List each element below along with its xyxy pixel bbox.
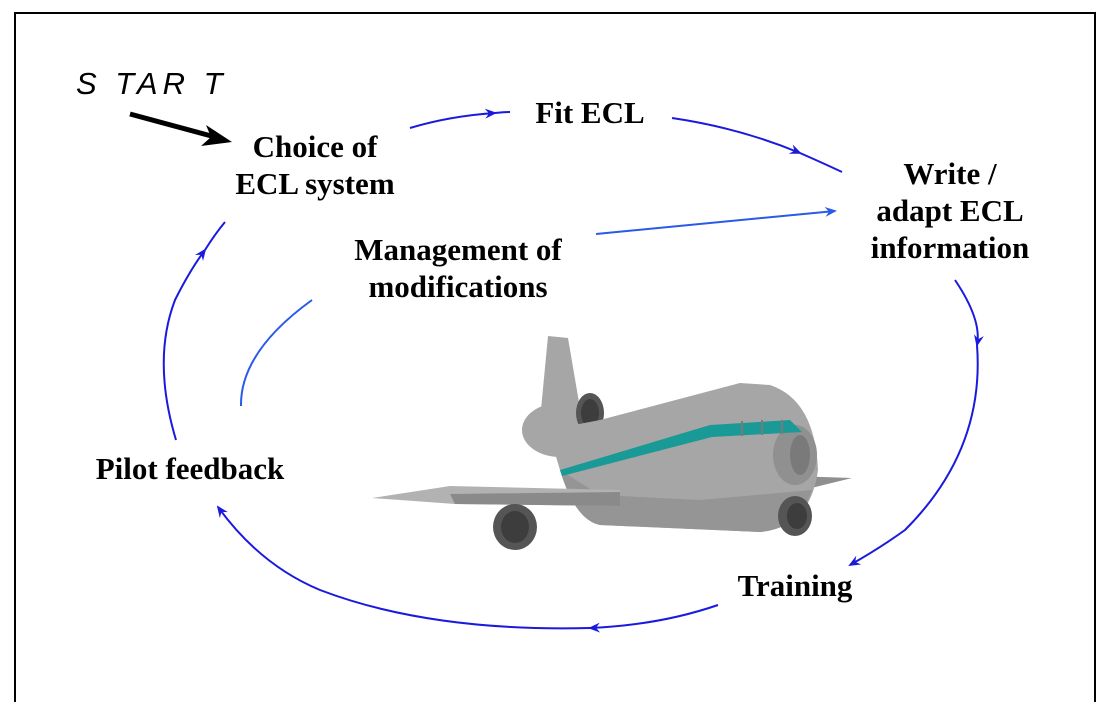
arrow-pilot-to-choice <box>162 248 207 441</box>
airplane-icon <box>372 336 852 550</box>
start-arrow <box>129 111 232 146</box>
arrow-fit-to-write <box>671 117 802 154</box>
node-choice-of-ecl-system: Choice of ECL system <box>235 129 395 201</box>
arrow-write-to-training-2 <box>848 344 979 566</box>
node-fit-ecl: Fit ECL <box>535 95 645 130</box>
node-pilot-feedback: Pilot feedback <box>95 451 285 486</box>
node-write-adapt-ecl-information: Write / adapt ECL information <box>870 156 1030 265</box>
arrow-training-to-pilot <box>588 604 719 633</box>
arrow-training-to-pilot-2 <box>216 505 591 630</box>
arrow-management-to-write <box>595 206 837 235</box>
node-management-of-modifications: Management of modifications <box>354 232 562 304</box>
arrow-choice-to-fit <box>409 108 497 129</box>
arrow-write-to-training <box>954 279 984 347</box>
start-label: S TAR T <box>76 66 228 101</box>
node-training: Training <box>737 568 853 603</box>
arrow-pilot-to-management <box>239 299 313 407</box>
